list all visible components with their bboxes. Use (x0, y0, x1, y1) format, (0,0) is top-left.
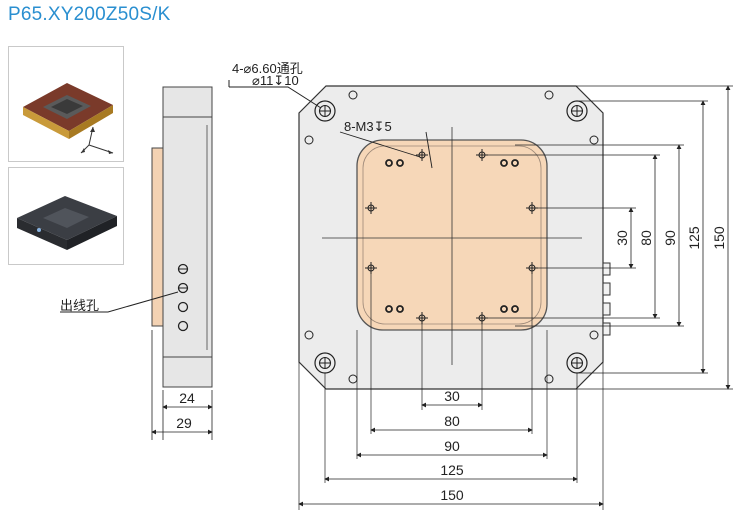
cable-hole-3-icon (177, 301, 189, 313)
thread-note: 8-M3↧5 (344, 119, 392, 134)
side-dim-29: 29 (176, 415, 192, 431)
cable-hole-4-icon (177, 320, 189, 332)
top-view (228, 80, 733, 510)
dim-bottom-30: 30 (444, 388, 460, 404)
mount-hole-tl-icon (314, 100, 336, 122)
product-photo-gold (8, 46, 124, 162)
black-stage-illustration (17, 196, 117, 250)
cable-hole-label: 出线孔 (60, 298, 99, 313)
dim-bottom-125: 125 (440, 462, 464, 478)
dim-right-150: 150 (711, 226, 727, 250)
dim-right-90: 90 (662, 230, 678, 246)
dim-bottom-90: 90 (444, 438, 460, 454)
stage-paired-holes (385, 159, 519, 313)
counterbore-note: ⌀11↧10 (252, 73, 299, 88)
edge-holes (304, 90, 599, 384)
cable-hole-1-icon (177, 263, 189, 275)
dim-right-30: 30 (614, 230, 630, 246)
through-hole-note: 4-⌀6.60通孔 (232, 61, 303, 76)
cable-hole-2-icon (177, 282, 189, 294)
gold-stage-illustration (23, 83, 114, 154)
product-photo-black (8, 167, 124, 265)
dim-bottom-80: 80 (444, 413, 460, 429)
page-title: P65.XY200Z50S/K (8, 4, 171, 25)
dim-bottom-150: 150 (440, 487, 464, 503)
dim-right-80: 80 (638, 230, 654, 246)
side-dim-24: 24 (179, 390, 195, 406)
connectors (602, 262, 611, 336)
side-view (60, 86, 213, 440)
dim-right-125: 125 (686, 226, 702, 250)
